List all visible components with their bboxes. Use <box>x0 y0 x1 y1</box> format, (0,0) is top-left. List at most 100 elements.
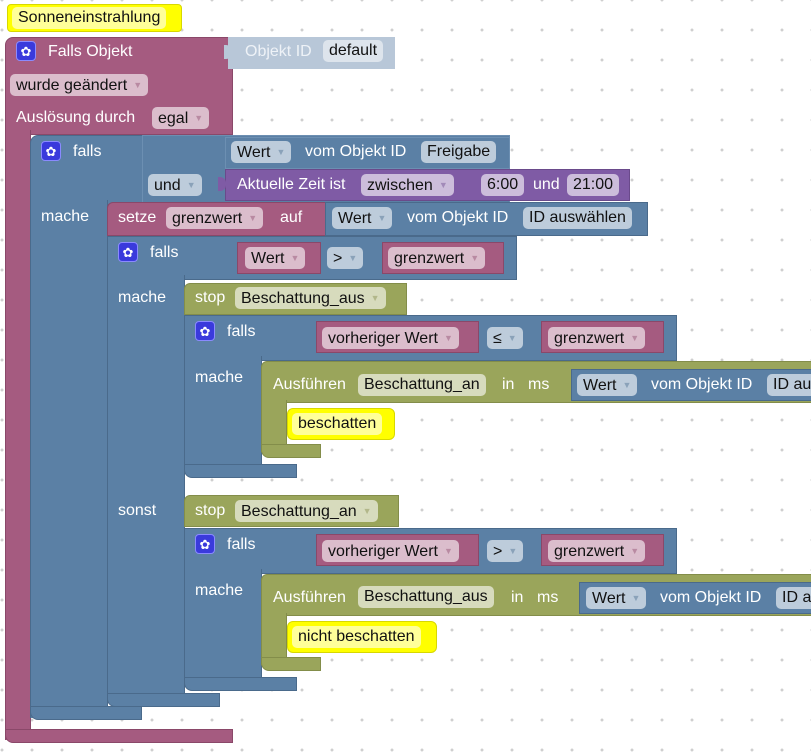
gear-icon[interactable]: ✿ <box>41 141 61 161</box>
trigger-block-spine <box>5 130 31 740</box>
to-label: auf <box>280 209 303 226</box>
gear-icon[interactable]: ✿ <box>118 242 138 262</box>
timer-name-field[interactable]: Beschattung_aus <box>358 586 494 608</box>
timeout-block-spine <box>261 613 287 665</box>
time-mode-value: zwischen <box>367 177 433 194</box>
compare-left-dropdown[interactable]: Wert ▼ <box>245 247 306 269</box>
chevron-down-icon: ▼ <box>630 546 640 556</box>
compare-operator-value: ≤ <box>493 330 502 347</box>
prop-dropdown[interactable]: Wert▼ <box>586 587 647 609</box>
compare-left-value: vorheriger Wert <box>328 330 438 347</box>
time-label: Aktuelle Zeit ist <box>237 176 346 193</box>
if-label: falls <box>227 536 256 553</box>
in-label: in <box>511 589 524 606</box>
if-block-bottom <box>184 677 297 691</box>
chevron-down-icon: ▼ <box>194 113 204 123</box>
prop-dropdown[interactable]: Wert ▼ <box>231 141 292 163</box>
compare-right-dropdown[interactable]: grenzwert▼ <box>548 327 646 349</box>
stop-target-dropdown[interactable]: Beschattung_aus ▼ <box>235 287 386 309</box>
time-from-field[interactable]: 6:00 <box>481 174 525 196</box>
of-object-label: vom Objekt ID <box>407 209 509 226</box>
time-to-field[interactable]: 21:00 <box>567 174 620 196</box>
gear-icon[interactable]: ✿ <box>195 321 215 341</box>
compare-operator-value: > <box>333 250 343 267</box>
object-field[interactable]: Freigabe <box>421 141 497 163</box>
ms-label: ms <box>528 376 550 393</box>
gear-icon[interactable]: ✿ <box>16 41 36 61</box>
event-value: wurde geändert <box>16 77 128 94</box>
event-dropdown[interactable]: wurde geändert ▼ <box>10 74 149 96</box>
prop-value: Wert <box>338 210 372 227</box>
chevron-down-icon: ▼ <box>508 546 518 556</box>
compare-right-value: grenzwert <box>394 250 465 267</box>
compare-operator-dropdown[interactable]: >▼ <box>487 540 524 562</box>
trigger-by-dropdown[interactable]: egal ▼ <box>152 107 210 129</box>
timeout-block-bottom <box>261 657 321 671</box>
compare-left-dropdown[interactable]: vorheriger Wert ▼ <box>322 540 459 562</box>
compare-right-dropdown[interactable]: grenzwert ▼ <box>388 247 486 269</box>
time-mode-dropdown[interactable]: zwischen ▼ <box>361 174 454 196</box>
object-id-field[interactable]: default <box>323 40 384 62</box>
connector-notch <box>218 177 226 191</box>
if-label: falls <box>150 244 179 261</box>
of-object-label: vom Objekt ID <box>651 376 753 393</box>
gear-icon[interactable]: ✿ <box>195 534 215 554</box>
object-field[interactable]: ID au <box>767 374 811 396</box>
stop-label: stop <box>195 289 226 306</box>
trigger-title: Falls Objekt <box>48 43 133 60</box>
object-field[interactable]: ID auswählen <box>523 207 632 229</box>
else-label: sonst <box>118 502 157 519</box>
stop-target-value: Beschattung_an <box>241 503 357 520</box>
if-label: falls <box>73 143 102 160</box>
stop-target-value: Beschattung_aus <box>241 290 365 307</box>
run-label: Ausführen <box>273 376 346 393</box>
comment-text: beschatten <box>292 413 383 435</box>
chevron-down-icon: ▼ <box>370 293 380 303</box>
compare-right-value: grenzwert <box>554 330 625 347</box>
chevron-down-icon: ▼ <box>290 253 300 263</box>
if-block-outer-bottom <box>30 706 142 720</box>
object-field[interactable]: ID a <box>776 587 811 609</box>
comment-text: Sonneneinstrahlung <box>12 7 167 29</box>
stop-label: stop <box>195 502 226 519</box>
variable-dropdown[interactable]: grenzwert▼ <box>166 207 264 229</box>
run-label: Ausführen <box>273 589 346 606</box>
in-label: in <box>502 376 515 393</box>
prop-dropdown[interactable]: Wert ▼ <box>577 374 638 396</box>
do-label: mache <box>195 582 244 599</box>
timer-name-field[interactable]: Beschattung_an <box>358 374 486 396</box>
chevron-down-icon: ▼ <box>348 253 358 263</box>
timeout-block-spine <box>261 400 287 452</box>
if-block-bottom <box>184 464 297 478</box>
trigger-by-value: egal <box>158 110 189 127</box>
do-label: mache <box>195 369 244 386</box>
chevron-down-icon: ▼ <box>470 253 480 263</box>
if-else-block-spine <box>107 275 185 695</box>
prop-dropdown[interactable]: Wert ▼ <box>332 207 393 229</box>
logic-operator-dropdown[interactable]: und▼ <box>148 174 202 196</box>
prop-value: Wert <box>237 144 271 161</box>
chevron-down-icon: ▼ <box>276 147 286 157</box>
chevron-down-icon: ▼ <box>438 180 448 190</box>
chevron-down-icon: ▼ <box>443 546 453 556</box>
if-else-block-bottom <box>107 693 220 707</box>
chevron-down-icon: ▼ <box>377 213 387 223</box>
chevron-down-icon: ▼ <box>362 506 372 516</box>
do-label: mache <box>41 208 90 225</box>
chevron-down-icon: ▼ <box>622 380 632 390</box>
chevron-down-icon: ▼ <box>133 80 143 90</box>
prop-value: Wert <box>592 590 626 607</box>
do-label: mache <box>118 289 167 306</box>
prop-value: Wert <box>583 377 617 394</box>
compare-left-dropdown[interactable]: vorheriger Wert▼ <box>322 327 459 349</box>
if-block-outer-spine <box>30 200 108 718</box>
compare-right-value: grenzwert <box>554 543 625 560</box>
compare-right-dropdown[interactable]: grenzwert ▼ <box>548 540 646 562</box>
stop-target-dropdown[interactable]: Beschattung_an ▼ <box>235 500 378 522</box>
chevron-down-icon: ▼ <box>186 180 196 190</box>
if-label: falls <box>227 323 256 340</box>
compare-operator-dropdown[interactable]: >▼ <box>327 247 364 269</box>
compare-operator-dropdown[interactable]: ≤▼ <box>487 327 523 349</box>
compare-left-value: Wert <box>251 250 285 267</box>
compare-left-value: vorheriger Wert <box>328 543 438 560</box>
